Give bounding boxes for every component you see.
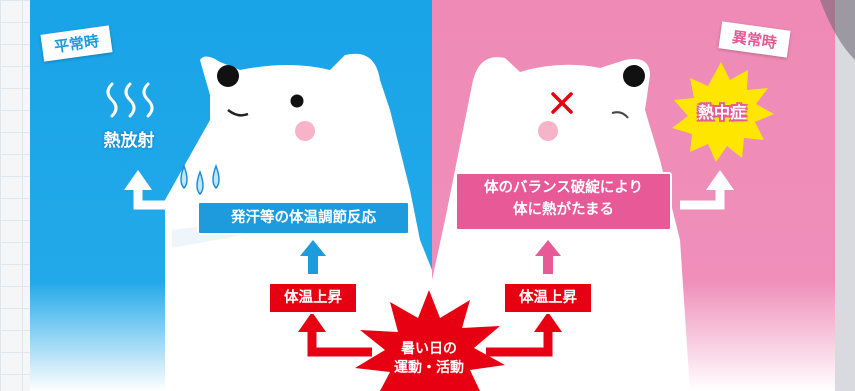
temp-rise-abnormal-label: 体温上昇: [519, 290, 577, 306]
cause-label: 暑い日の 運動・活動: [380, 340, 478, 378]
heatstroke-label: 熱中症: [697, 103, 746, 122]
bear-normal-cheek: [295, 121, 315, 141]
bear-normal-eye: [290, 94, 304, 108]
arrow-up-icon: [300, 240, 326, 274]
thermoregulation-box: 発汗等の体温調節反応: [197, 201, 410, 235]
cause-line1: 暑い日の: [401, 341, 457, 357]
arrow-up-icon: [680, 170, 734, 210]
thermoregulation-label: 発汗等の体温調節反応: [231, 210, 376, 226]
imbalance-line1: 体のバランス破綻により: [484, 180, 643, 196]
arrow-up-icon: [486, 312, 562, 357]
bear-abnormal-nose: [623, 65, 645, 87]
imbalance-box: 体のバランス破綻により 体に熱がたまる: [455, 172, 672, 231]
starburst-icon: [672, 62, 774, 162]
arrow-up-icon: [124, 170, 170, 210]
explosion-icon: [355, 290, 505, 391]
arrow-up-icon: [535, 240, 561, 274]
bear-normal-nose: [217, 65, 239, 87]
temp-rise-normal-label: 体温上昇: [284, 290, 342, 306]
heat-radiation-label: 熱放射: [103, 131, 155, 151]
imbalance-line2: 体に熱がたまる: [512, 202, 615, 218]
bear-normal-mouth: [227, 109, 249, 117]
arrow-up-icon: [298, 312, 372, 357]
temp-rise-abnormal: 体温上昇: [503, 282, 593, 314]
abnormal-tag-label: 異常時: [730, 27, 778, 53]
heat-wave-icon: [106, 82, 154, 118]
normal-tag-label: 平常時: [53, 31, 101, 57]
sweat-drops-icon: [180, 163, 220, 196]
temp-rise-normal: 体温上昇: [268, 282, 358, 314]
cross-eye-icon: [551, 92, 573, 114]
bear-abnormal-cheek: [538, 121, 558, 141]
cause-line2: 運動・活動: [394, 360, 464, 376]
bear-abnormal-mouth: [611, 111, 629, 119]
